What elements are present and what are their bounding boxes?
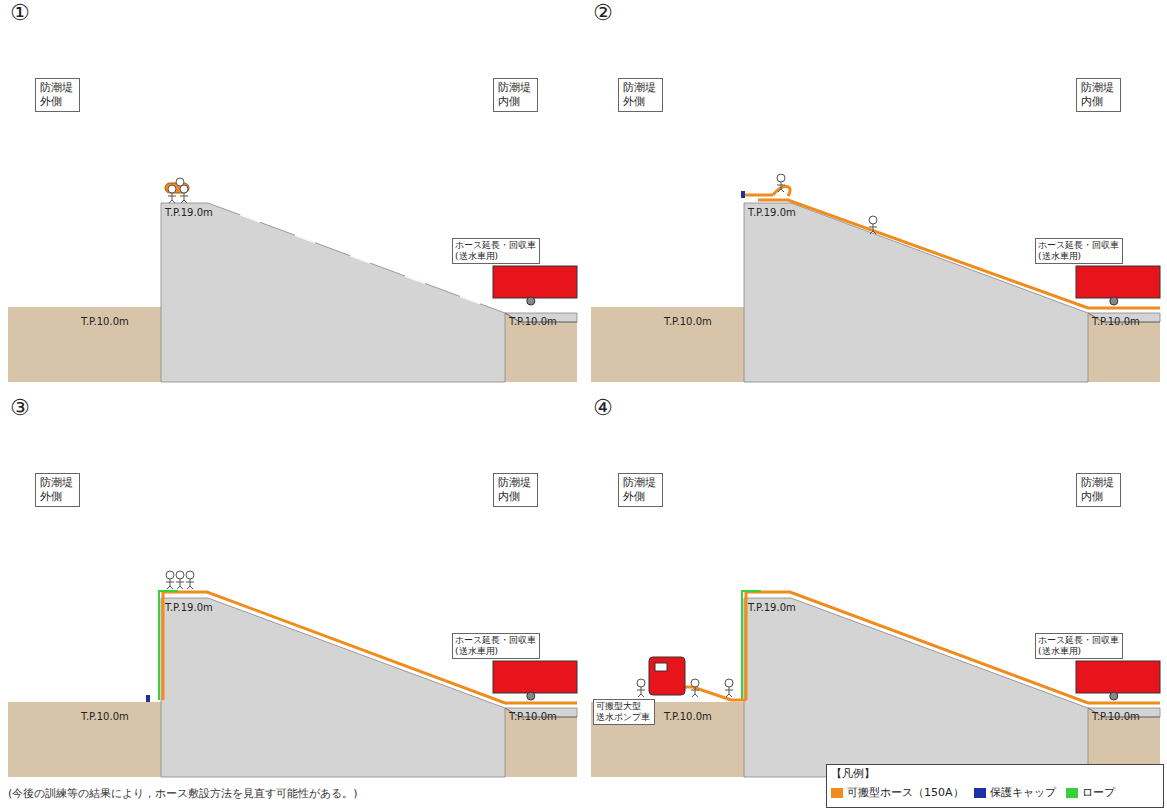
vehicle-label: ホース延長・回収車 (送水車用) — [452, 238, 540, 264]
seawall — [161, 203, 577, 382]
panel-illustration — [591, 174, 1160, 382]
region-label: 防潮堤 外側 — [40, 476, 74, 504]
elevation-label: T.P.10.0m — [80, 316, 130, 328]
legend-swatch — [974, 788, 986, 798]
legend: 【凡例】可搬型ホース（150A） 保護キャップ ロープ — [826, 764, 1164, 808]
ground — [8, 702, 161, 777]
vehicle-label: 可搬型大型 送水ポンプ車 — [593, 699, 655, 725]
elevation-label: T.P.10.0m — [1091, 316, 1141, 328]
panel-illustration — [8, 178, 577, 382]
region-label-box: 防潮堤 外側 — [35, 473, 80, 507]
seawall — [161, 598, 577, 777]
region-label: 防潮堤 内側 — [498, 476, 532, 504]
truck — [1076, 661, 1160, 700]
elevation-label: T.P.10.0m — [1091, 711, 1141, 723]
region-label-box: 防潮堤 内側 — [1076, 473, 1121, 507]
elevation-label: T.P.19.0m — [164, 207, 214, 219]
panel-number: ① — [10, 0, 30, 26]
elevation-label: T.P.10.0m — [80, 711, 130, 723]
region-label: 防潮堤 外側 — [623, 476, 657, 504]
ground — [505, 313, 577, 382]
panel-number: ② — [593, 0, 613, 26]
vehicle-label: ホース延長・回収車 (送水車用) — [452, 633, 540, 659]
region-label: 防潮堤 内側 — [1081, 81, 1115, 109]
vehicle-label: ホース延長・回収車 (送水車用) — [1035, 238, 1123, 264]
region-label: 防潮堤 外側 — [40, 81, 74, 109]
elevation-label: T.P.19.0m — [164, 602, 214, 614]
worker-figure — [180, 185, 188, 203]
legend-title: 【凡例】 — [831, 767, 875, 780]
legend-entry: ロープ — [1066, 785, 1115, 800]
region-label-box: 防潮堤 内側 — [493, 78, 538, 112]
worker-figure — [186, 571, 194, 589]
worker-figure — [166, 571, 174, 589]
elevation-label: T.P.10.0m — [663, 711, 713, 723]
elevation-label: T.P.19.0m — [747, 207, 797, 219]
worker-figure — [725, 679, 733, 697]
ground — [8, 307, 161, 382]
hose — [163, 592, 577, 703]
panel-number: ④ — [593, 395, 613, 421]
vehicle-label: ホース延長・回収車 (送水車用) — [1035, 633, 1123, 659]
worker-figure — [777, 174, 785, 192]
worker-figure — [691, 679, 699, 697]
worker-figure — [168, 185, 176, 203]
region-label: 防潮堤 外側 — [623, 81, 657, 109]
region-label-box: 防潮堤 内側 — [493, 473, 538, 507]
legend-swatch — [1066, 788, 1078, 798]
seawall — [744, 203, 1160, 382]
hose — [683, 687, 746, 700]
panel-illustration — [8, 571, 577, 777]
elevation-label: T.P.10.0m — [663, 316, 713, 328]
region-label-box: 防潮堤 外側 — [618, 78, 663, 112]
elevation-label: T.P.19.0m — [747, 602, 797, 614]
legend-text: ロープ — [1082, 786, 1115, 799]
region-label-box: 防潮堤 外側 — [618, 473, 663, 507]
panel-number: ③ — [10, 395, 30, 421]
elevation-label: T.P.10.0m — [508, 711, 558, 723]
panel-illustration — [591, 591, 1160, 777]
legend-text: 保護キャップ — [990, 786, 1056, 799]
caption: (今後の訓練等の結果により，ホース敷設方法を見直す可能性がある。) — [8, 786, 358, 801]
legend-entry: 可搬型ホース（150A） — [831, 785, 964, 800]
region-label-box: 防潮堤 内側 — [1076, 78, 1121, 112]
hose — [746, 592, 1160, 703]
protective-cap — [146, 695, 150, 702]
truck — [1076, 266, 1160, 305]
hose — [758, 200, 1160, 308]
legend-swatch — [831, 788, 843, 798]
worker-figure — [869, 216, 877, 234]
truck — [493, 661, 577, 700]
truck — [493, 266, 577, 305]
seawall — [744, 598, 1160, 777]
pump-truck — [649, 657, 685, 695]
worker-figure — [176, 571, 184, 589]
worker-figure — [637, 679, 645, 697]
legend-text: 可搬型ホース（150A） — [847, 786, 964, 799]
ground — [505, 708, 577, 777]
region-label-box: 防潮堤 外側 — [35, 78, 80, 112]
elevation-label: T.P.10.0m — [508, 316, 558, 328]
legend-entry: 保護キャップ — [974, 785, 1056, 800]
ground — [591, 307, 744, 382]
ground — [1088, 313, 1160, 382]
region-label: 防潮堤 内側 — [498, 81, 532, 109]
region-label: 防潮堤 内側 — [1081, 476, 1115, 504]
